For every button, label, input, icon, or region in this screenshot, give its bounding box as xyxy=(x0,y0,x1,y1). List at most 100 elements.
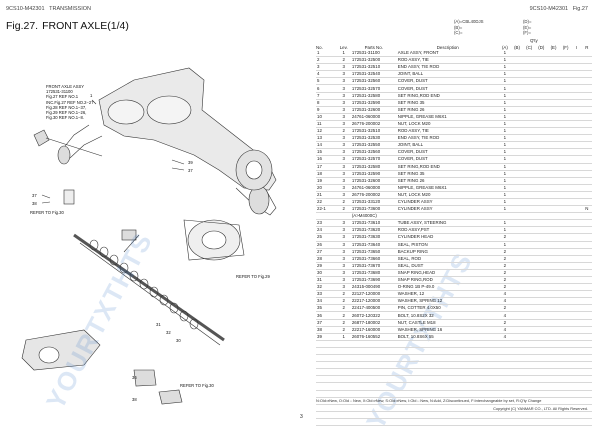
cell-empty xyxy=(316,368,337,377)
cell-qf xyxy=(559,304,572,313)
cell-qb xyxy=(510,84,524,93)
cell-empty xyxy=(523,347,536,356)
cell-no: 6 xyxy=(316,84,337,93)
cell-qb xyxy=(510,99,524,107)
col-i: I xyxy=(576,45,578,50)
cell-lev: 3 xyxy=(336,92,351,100)
callout-32: 32 xyxy=(166,330,171,335)
cell-qe xyxy=(547,163,560,171)
cell-qb xyxy=(510,191,524,199)
cell-qb xyxy=(510,56,524,65)
cell-empty xyxy=(316,375,337,384)
cell-i xyxy=(571,163,582,171)
cell-qe xyxy=(547,219,560,228)
cell-empty xyxy=(571,418,582,426)
cell-qc xyxy=(523,219,536,228)
cell-qd xyxy=(535,198,548,207)
cell-lev: 3 xyxy=(336,248,351,256)
cell-qd xyxy=(535,226,548,235)
cell-lev: 3 xyxy=(336,219,351,228)
col-description: Description xyxy=(436,45,459,50)
cell-empty xyxy=(535,375,548,384)
cell-pn: 172531-73630 xyxy=(350,233,397,242)
cell-qa: 4 xyxy=(498,297,511,306)
cell-qa: 1 xyxy=(498,226,511,235)
cell-qd xyxy=(535,84,548,93)
cell-empty xyxy=(523,418,536,426)
cell-r xyxy=(581,50,592,58)
cell-empty xyxy=(523,375,536,384)
col-parts-no: Parts No. xyxy=(364,45,383,50)
cell-qb xyxy=(510,326,524,334)
cell-qd xyxy=(535,148,548,157)
cell-qd xyxy=(535,311,548,320)
fig-title: FRONT AXLE(1/4) xyxy=(42,20,129,32)
cell-qf xyxy=(559,163,572,171)
cell-pn: 172531-32570 xyxy=(350,155,397,164)
table-row-empty xyxy=(316,368,592,377)
table-row: (A>M4000C) xyxy=(316,212,592,221)
cell-qf xyxy=(559,141,572,150)
cell-qc xyxy=(523,77,536,86)
cell-r xyxy=(581,148,592,157)
cell-r xyxy=(581,304,592,313)
cell-qb xyxy=(510,226,524,235)
cell-no: 17 xyxy=(316,163,337,171)
cell-desc: NUT, LOCK M20 xyxy=(396,120,499,129)
cell-qa: 1 xyxy=(498,127,511,136)
cell-empty xyxy=(336,340,351,348)
refer-note-fig30b: REFER TO Fig.30 xyxy=(180,383,214,388)
cell-qf xyxy=(559,198,572,207)
cell-empty xyxy=(571,397,582,405)
callout-37b: 37 xyxy=(188,168,193,173)
cell-r xyxy=(581,56,592,65)
cell-qe xyxy=(547,226,560,235)
cell-pn: 172531-73690 xyxy=(350,276,397,285)
cell-qa: 1 xyxy=(498,141,511,150)
cell-lev: 2 xyxy=(336,326,351,334)
cell-lev xyxy=(336,212,351,221)
cell-qd xyxy=(535,177,548,185)
cell-qe xyxy=(547,134,560,143)
cell-qb xyxy=(510,70,524,79)
cell-qc xyxy=(523,63,536,72)
cell-empty xyxy=(316,418,337,426)
cell-qc xyxy=(523,255,536,263)
cell-empty xyxy=(510,375,524,384)
cell-lev: 3 xyxy=(336,113,351,121)
cell-qc xyxy=(523,113,536,121)
cell-lev: 3 xyxy=(336,276,351,285)
cell-desc: SET RING 26 xyxy=(396,177,499,185)
cell-no: 23 xyxy=(316,219,337,228)
cell-qb xyxy=(510,311,524,320)
cell-empty xyxy=(350,397,397,405)
cell-pn: 172531-32580 xyxy=(350,92,397,100)
cell-r xyxy=(581,333,592,341)
cell-i xyxy=(571,311,582,320)
cell-qf xyxy=(559,84,572,93)
cell-qb xyxy=(510,333,524,341)
cell-qb xyxy=(510,77,524,86)
cell-pn: 172531-73670 xyxy=(350,262,397,270)
cell-empty xyxy=(336,411,351,419)
cell-pn: 172531-73680 xyxy=(350,269,397,278)
cell-empty xyxy=(336,375,351,384)
cell-qa: 2 xyxy=(498,255,511,263)
cell-empty xyxy=(350,382,397,391)
cell-empty xyxy=(510,418,524,426)
cell-qb xyxy=(510,241,524,249)
cell-empty xyxy=(396,404,499,412)
cell-empty xyxy=(350,347,397,356)
cell-qb xyxy=(510,63,524,72)
cell-empty xyxy=(316,347,337,356)
cell-empty xyxy=(336,404,351,412)
cell-qf xyxy=(559,283,572,292)
cell-qb xyxy=(510,113,524,121)
refer-note-fig29: REFER TO Fig.29 xyxy=(236,274,270,279)
cell-empty xyxy=(498,418,511,426)
